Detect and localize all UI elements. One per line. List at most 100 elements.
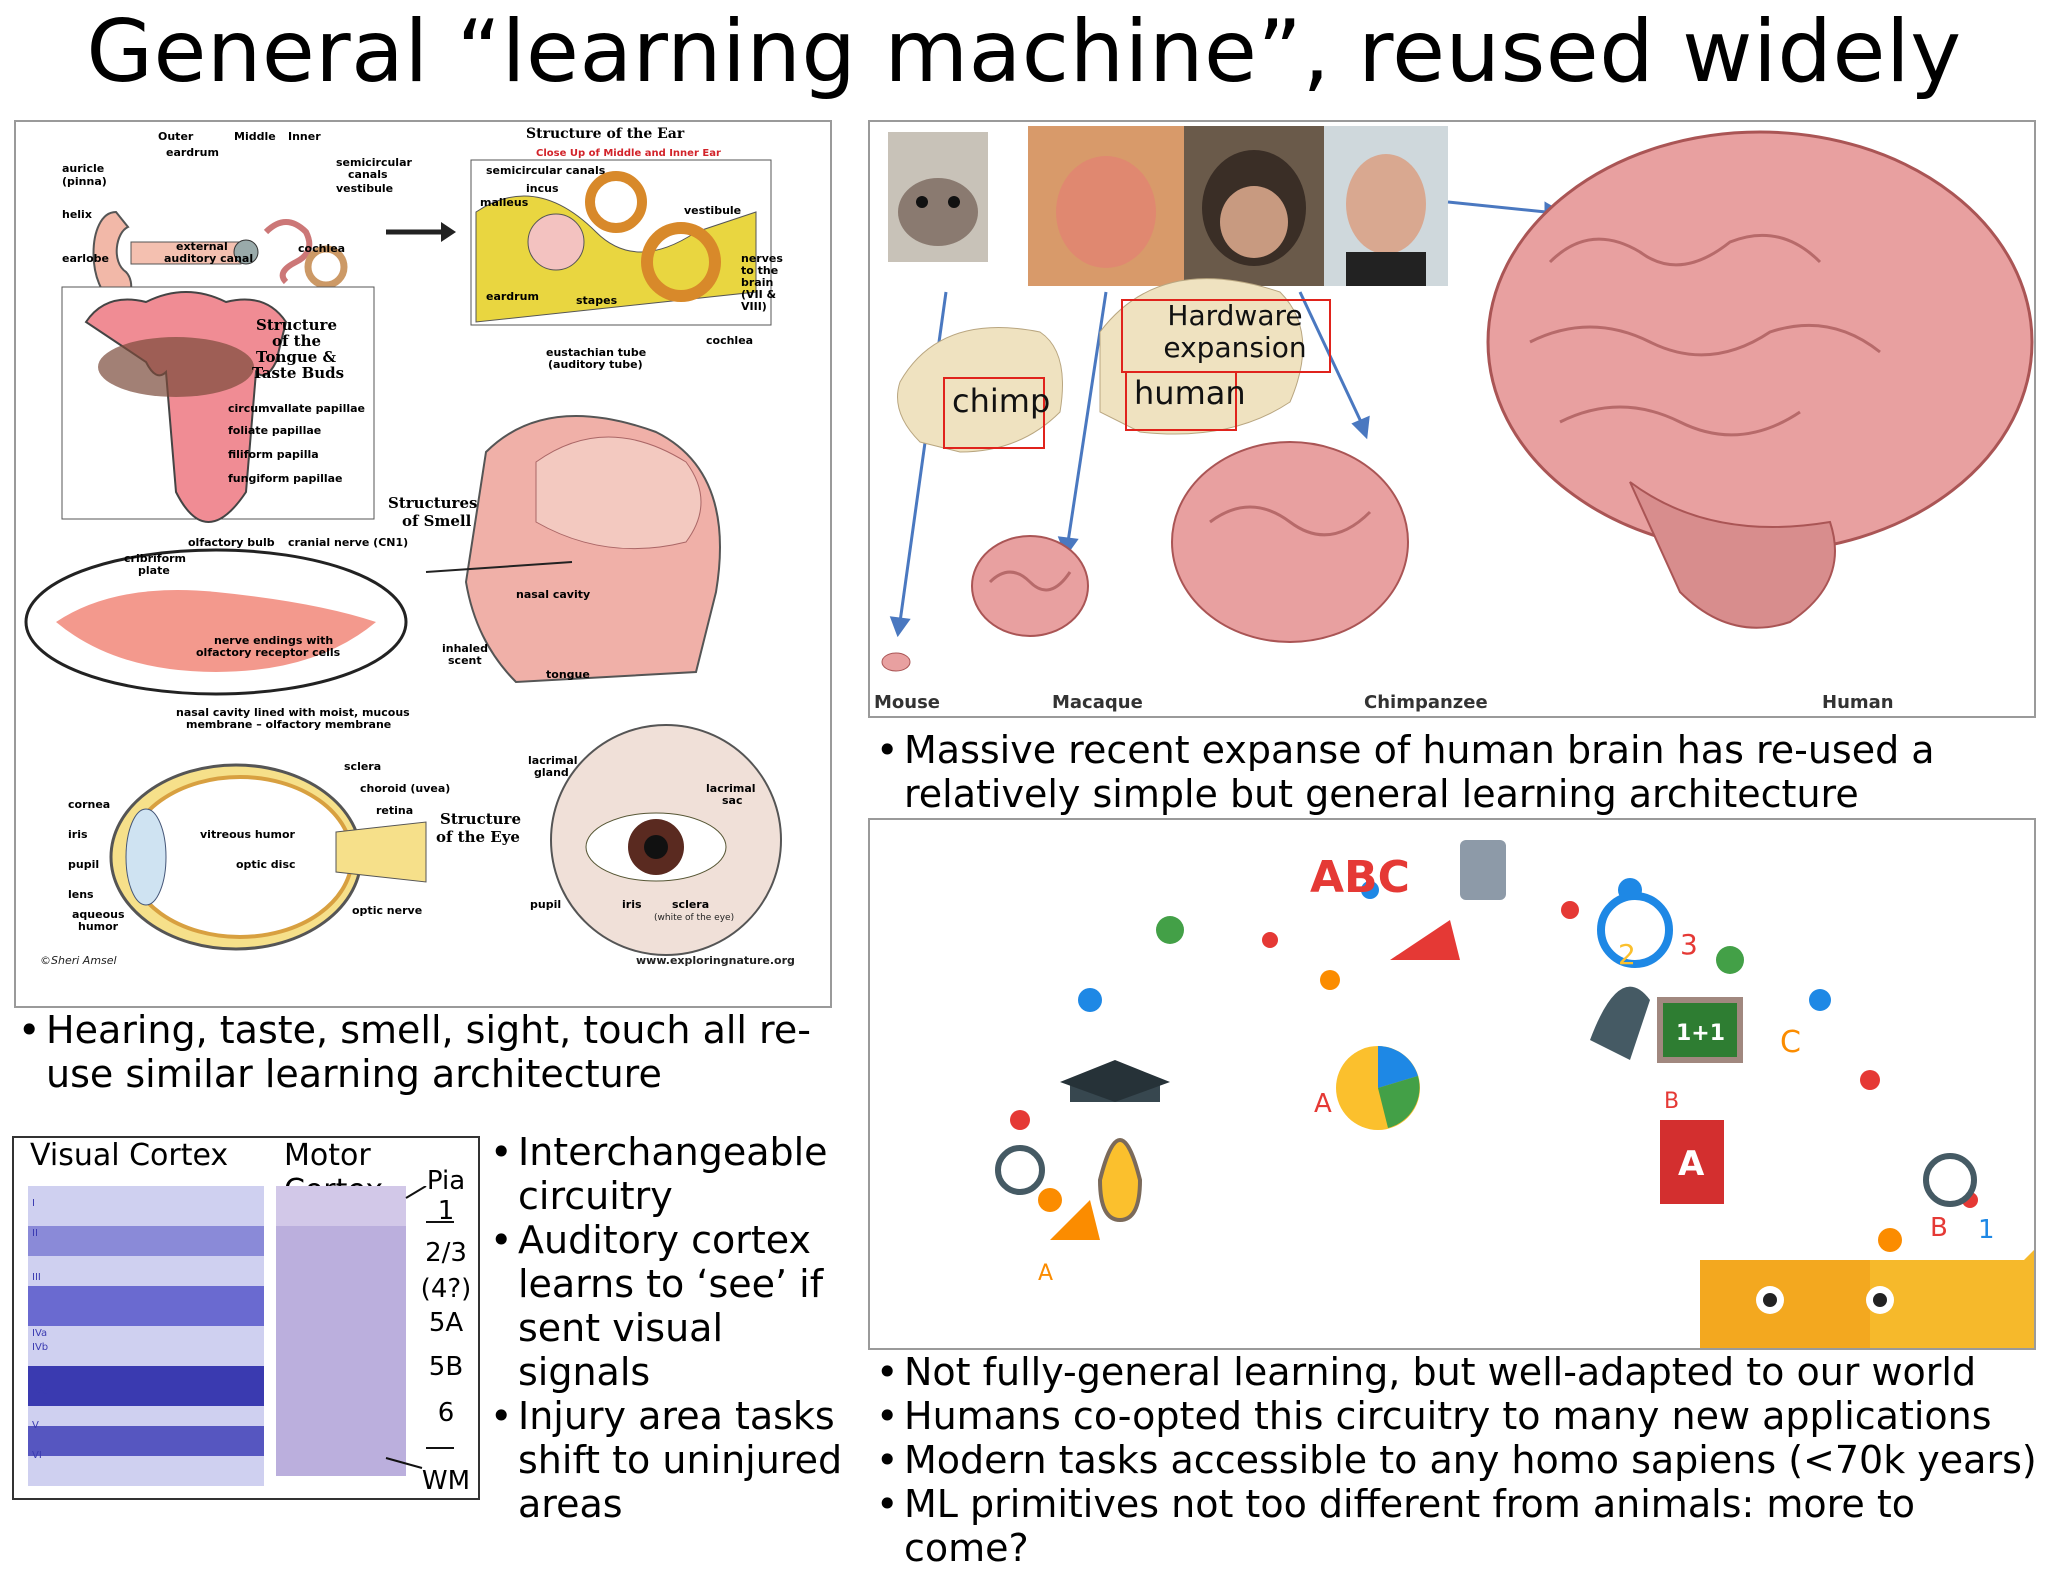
svg-text:tongue: tongue <box>546 668 590 681</box>
one-digit: 1 <box>1978 1215 1995 1245</box>
svg-text:vitreous humor: vitreous humor <box>200 828 296 841</box>
senses-caption: Hearing, taste, smell, sight, touch all … <box>18 1008 818 1096</box>
svg-text:plate: plate <box>138 564 170 577</box>
learning-icons-illustration: ABC 1+1 A B C 1 2 3 A B A <box>868 818 2036 1350</box>
svg-text:semicircular canals: semicircular canals <box>486 164 606 177</box>
roman-layer: VI <box>32 1450 42 1461</box>
outer-ear-illustration <box>92 210 456 304</box>
cortex-layer-labels: Pia 1 2/3 (4?) 5A 5B 6 WM <box>420 1166 472 1496</box>
svg-text:Inner: Inner <box>288 130 321 143</box>
species-label-chimpanzee: Chimpanzee <box>1364 692 1488 713</box>
svg-text:olfactory receptor cells: olfactory receptor cells <box>196 646 341 659</box>
brain-evolution-illustration <box>881 126 2034 672</box>
b-letter: B <box>1664 1089 1679 1114</box>
svg-text:©Sheri Amsel: ©Sheri Amsel <box>40 954 117 967</box>
svg-text:lacrimal: lacrimal <box>528 754 578 767</box>
layer-label: Pia <box>426 1166 466 1196</box>
svg-text:pupil: pupil <box>530 898 561 911</box>
svg-text:Structure: Structure <box>256 316 337 334</box>
svg-text:helix: helix <box>62 208 92 221</box>
svg-text:Outer: Outer <box>158 130 194 143</box>
svg-text:cranial nerve (CN1): cranial nerve (CN1) <box>288 536 408 549</box>
layer-label: 6 <box>437 1398 455 1428</box>
svg-text:sac: sac <box>722 794 743 807</box>
svg-text:Close Up of Middle and Inner E: Close Up of Middle and Inner Ear <box>536 148 721 159</box>
svg-text:external: external <box>176 240 228 253</box>
svg-text:eardrum: eardrum <box>166 146 219 159</box>
svg-text:(auditory tube): (auditory tube) <box>548 358 643 371</box>
svg-text:gland: gland <box>534 766 569 779</box>
svg-text:nasal cavity: nasal cavity <box>516 588 590 601</box>
book-letter: A <box>1678 1144 1705 1184</box>
layer-label: WM <box>421 1466 471 1496</box>
svg-text:aqueous: aqueous <box>72 908 125 921</box>
cortex-bullets: Interchangeable circuitry Auditory corte… <box>490 1130 852 1526</box>
species-label-human: Human <box>1822 692 1894 713</box>
svg-text:semicircular: semicircular <box>336 156 413 169</box>
svg-text:(VII &: (VII & <box>741 288 777 301</box>
svg-text:lens: lens <box>68 888 94 901</box>
svg-text:earlobe: earlobe <box>62 252 109 265</box>
svg-text:www.exploringnature.org: www.exploringnature.org <box>636 954 795 967</box>
a-letter-left: A <box>1038 1261 1053 1286</box>
brain-evolution-diagram: chimp Hardware expansion human Mouse Mac… <box>868 120 2036 718</box>
svg-text:cochlea: cochlea <box>298 242 345 255</box>
cortex-bullet: Injury area tasks shift to uninjured are… <box>490 1394 852 1526</box>
cortex-bullet: Interchangeable circuitry <box>490 1130 852 1218</box>
roman-layer-labels: I II III IVa IVb IVc V VI <box>32 1198 52 1462</box>
roman-layer: I <box>32 1198 35 1209</box>
svg-text:Structure: Structure <box>440 810 521 828</box>
svg-text:lacrimal: lacrimal <box>706 782 756 795</box>
roman-layer: IVa <box>32 1328 48 1339</box>
svg-text:brain: brain <box>741 276 773 289</box>
species-label-macaque: Macaque <box>1052 692 1143 713</box>
bottom-bullet: Modern tasks accessible to any homo sapi… <box>876 1438 2042 1482</box>
layer-label: 5B <box>428 1352 464 1382</box>
svg-text:of the: of the <box>272 332 321 350</box>
svg-text:nasal cavity lined with moist,: nasal cavity lined with moist, mucous <box>176 706 410 719</box>
b-letter-right: B <box>1930 1213 1948 1243</box>
svg-text:(pinna): (pinna) <box>62 175 107 188</box>
roman-layer: IVb <box>32 1342 49 1353</box>
svg-text:sclera: sclera <box>344 760 381 773</box>
svg-text:fungiform papillae: fungiform papillae <box>228 472 343 485</box>
senses-illustration: Outer Middle Inner eardrum auricle (pinn… <box>24 126 795 967</box>
bottom-bullet: Humans co-opted this circuitry to many n… <box>876 1394 2042 1438</box>
three-digit: 3 <box>1680 928 1698 961</box>
svg-text:retina: retina <box>376 804 413 817</box>
roman-layer: III <box>32 1272 41 1283</box>
svg-text:cornea: cornea <box>68 798 110 811</box>
svg-text:auricle: auricle <box>62 162 104 175</box>
layer-label: 5A <box>428 1308 464 1338</box>
svg-text:Structures: Structures <box>388 494 477 512</box>
svg-text:of the Eye: of the Eye <box>436 828 520 846</box>
slide-title: General “learning machine”, reused widel… <box>86 2 1962 102</box>
svg-text:pupil: pupil <box>68 858 99 871</box>
a-letter: A <box>1314 1089 1332 1119</box>
math-board: 1+1 <box>1676 1021 1725 1046</box>
svg-text:Tongue &: Tongue & <box>256 348 337 366</box>
svg-text:cochlea: cochlea <box>706 334 753 347</box>
svg-text:(white of the eye): (white of the eye) <box>654 913 734 923</box>
hardware-expansion-label: Hardware expansion <box>1140 300 1330 364</box>
svg-text:foliate papillae: foliate papillae <box>228 424 321 437</box>
svg-text:cribriform: cribriform <box>124 552 186 565</box>
svg-text:vestibule: vestibule <box>684 204 741 217</box>
svg-text:membrane – olfactory membrane: membrane – olfactory membrane <box>186 718 391 731</box>
two-digit: 2 <box>1618 938 1636 971</box>
cortex-bullet: Auditory cortex learns to ‘see’ if sent … <box>490 1218 852 1394</box>
svg-text:Structure of the Ear: Structure of the Ear <box>526 126 685 142</box>
svg-text:stapes: stapes <box>576 294 618 307</box>
svg-text:iris: iris <box>68 828 88 841</box>
senses-caption-text: Hearing, taste, smell, sight, touch all … <box>18 1008 818 1096</box>
species-label-mouse: Mouse <box>874 692 941 713</box>
svg-text:VIII): VIII) <box>741 300 767 313</box>
cortex-comparison: Visual Cortex Motor Cortex Pia 1 2/3 (4?… <box>12 1136 480 1500</box>
svg-text:eardrum: eardrum <box>486 290 539 303</box>
visual-cortex-title: Visual Cortex <box>30 1138 229 1173</box>
svg-text:Middle: Middle <box>234 130 276 143</box>
chimp-box-label: chimp <box>952 382 1051 420</box>
roman-layer: IVc <box>32 1386 48 1397</box>
bottom-bullet: ML primitives not too different from ani… <box>876 1482 2042 1570</box>
c-letter: C <box>1780 1025 1801 1060</box>
